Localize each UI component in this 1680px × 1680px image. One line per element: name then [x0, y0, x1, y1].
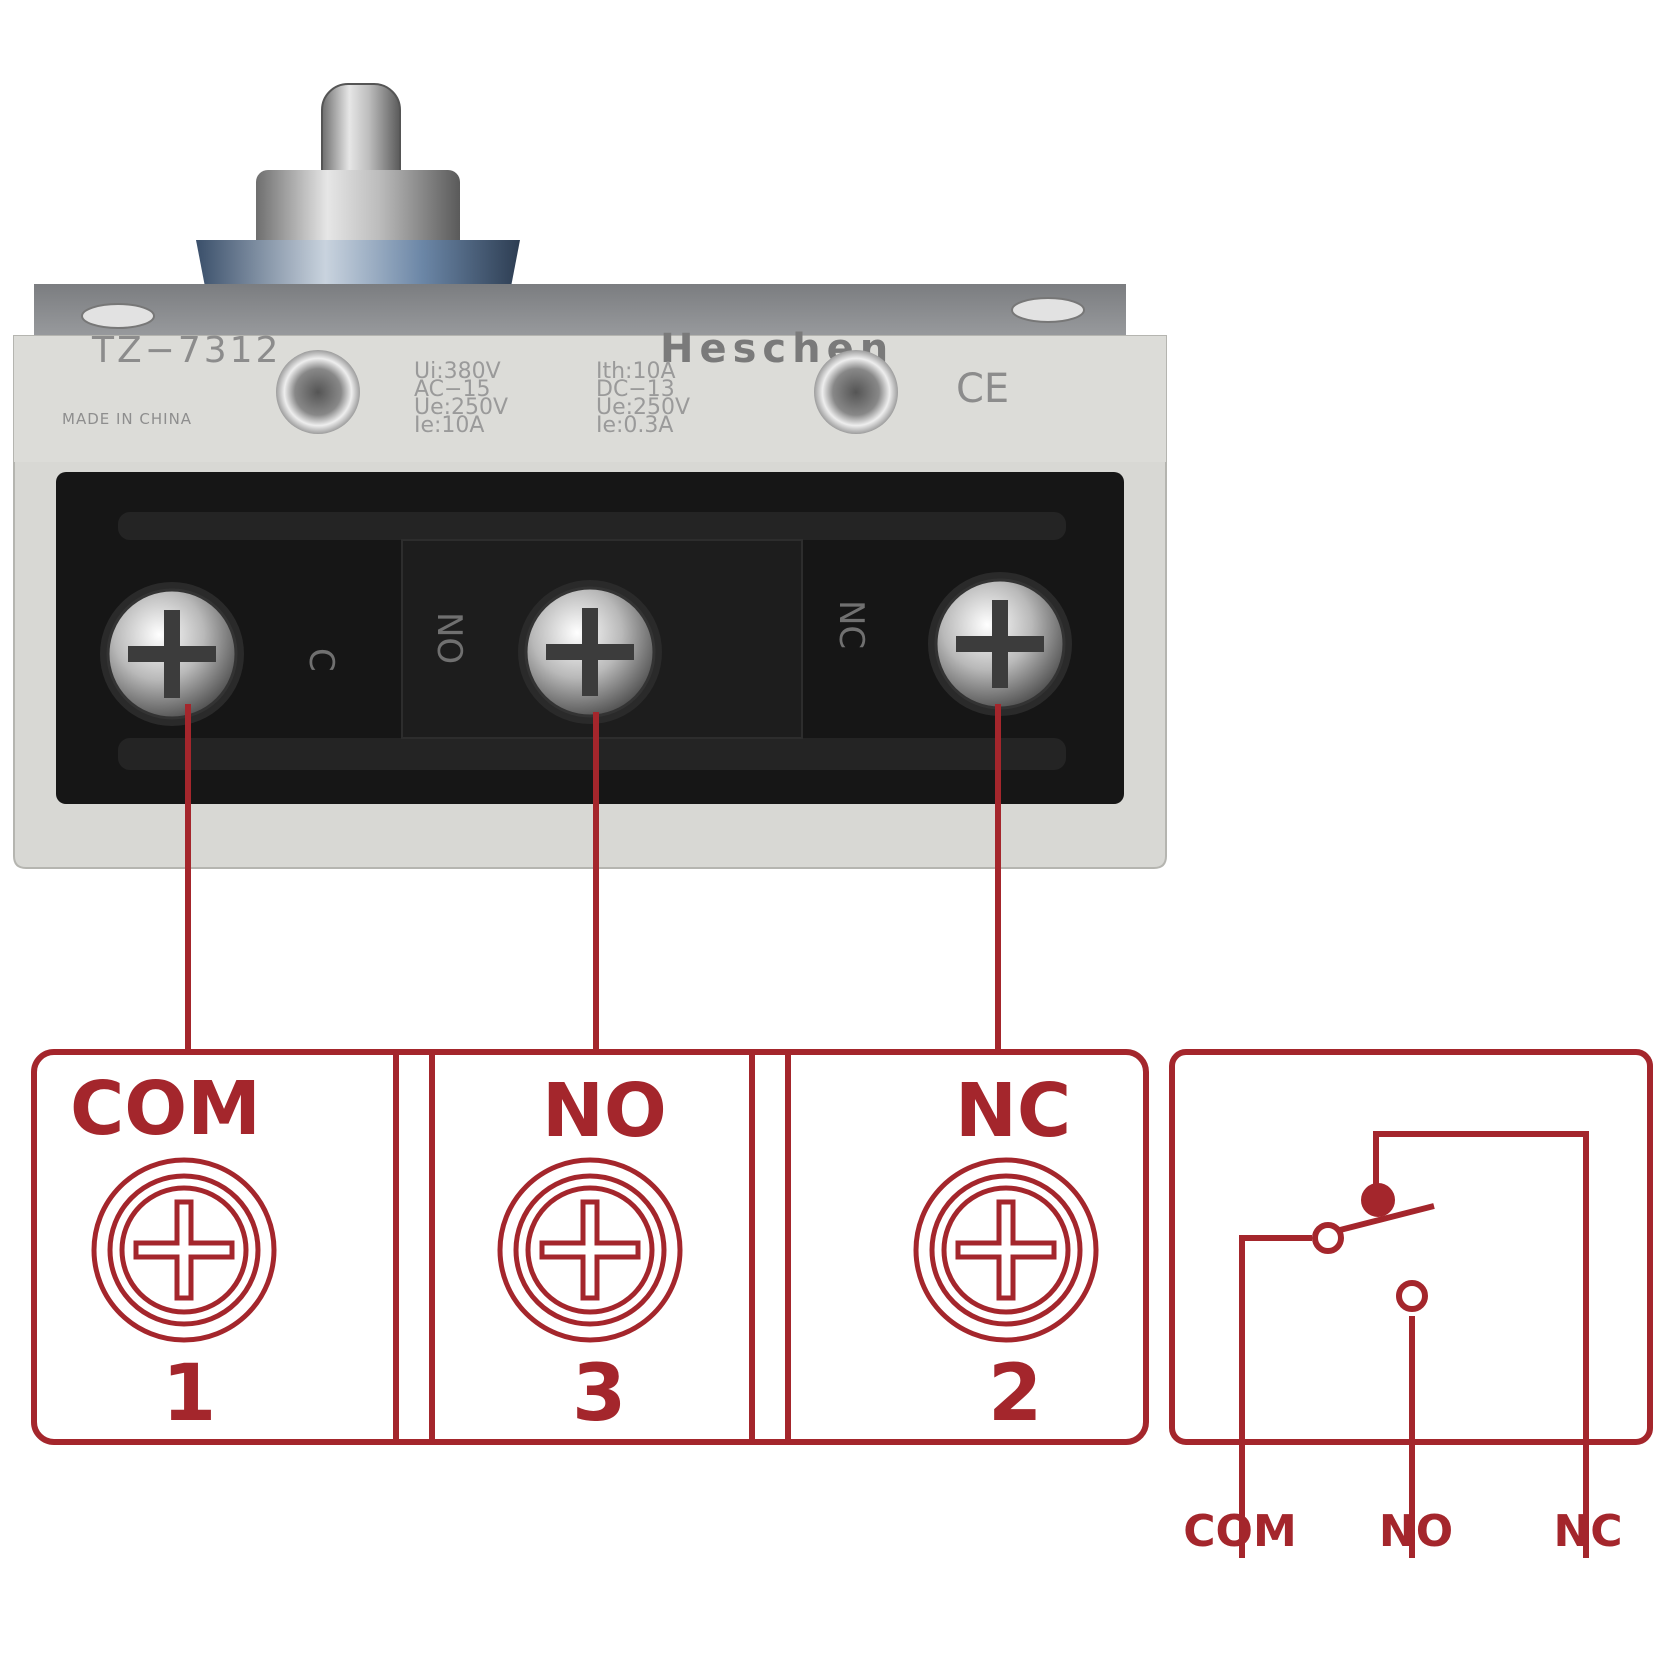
- terminal-number-2: 2: [988, 1349, 1042, 1439]
- schematic-nc-node: [1361, 1183, 1395, 1217]
- terminal-screw-nc: [928, 572, 1072, 716]
- terminal-slot-top: [118, 512, 1066, 540]
- ce-mark: CE: [956, 366, 1009, 412]
- plate-rivet-right: [1011, 297, 1085, 323]
- schematic-com-node: [1312, 1222, 1344, 1254]
- schematic-no-node: [1396, 1280, 1428, 1312]
- marking-c: C: [301, 648, 341, 672]
- schematic-switch-arm: [1339, 1203, 1435, 1233]
- schematic-label-com: COM: [1183, 1506, 1296, 1557]
- rating-right-3: Ue:250V: [596, 395, 690, 420]
- rating-right-2: DC−13: [596, 377, 675, 402]
- made-in-label: MADE IN CHINA: [62, 410, 192, 428]
- mounting-hole-left: [276, 350, 360, 434]
- rating-right-4: Ie:0.3A: [596, 413, 673, 438]
- schematic-labels: COM NO NC: [1183, 1506, 1622, 1557]
- terminal-number-3: 3: [572, 1349, 626, 1439]
- model-number: TZ−7312: [91, 330, 281, 371]
- plate-rivet-left: [81, 303, 155, 329]
- plunger-collar: [196, 240, 520, 292]
- schematic-label-no: NO: [1379, 1506, 1453, 1557]
- schematic-label-nc: NC: [1553, 1506, 1622, 1557]
- screw-symbol-nc: [913, 1157, 1099, 1343]
- rating-left-2: AC−15: [414, 377, 490, 402]
- terminal-label-no: NO: [542, 1068, 667, 1154]
- terminal-slot-bottom: [118, 738, 1066, 770]
- rating-left-1: Ui:380V: [414, 359, 501, 384]
- screw-symbol-no: [497, 1157, 683, 1343]
- schematic-com-wire: [1239, 1235, 1312, 1558]
- terminal-screw-com: [100, 582, 244, 726]
- screw-symbol-com: [91, 1157, 277, 1343]
- top-mounting-plate: [34, 284, 1126, 340]
- housing-label-strip: [14, 336, 1166, 462]
- rating-left-4: Ie:10A: [414, 413, 484, 438]
- mounting-hole-right: [814, 350, 898, 434]
- rating-right-1: Ith:10A: [596, 359, 676, 384]
- terminal-map-labels: COM NO NC 1 3 2: [70, 1066, 1071, 1439]
- schematic-nc-wire: [1373, 1131, 1589, 1558]
- terminal-screw-no: [518, 580, 662, 724]
- marking-nc: NC: [831, 600, 871, 649]
- wiring-diagram: [31, 704, 1653, 1558]
- limit-switch-body: TZ−7312 Heschen Ui:380V AC−15 Ue:250V Ie…: [13, 83, 1167, 869]
- terminal-label-com: COM: [70, 1066, 261, 1152]
- marking-no: NO: [429, 612, 469, 664]
- terminal-map-box: [31, 1049, 1149, 1445]
- terminal-label-nc: NC: [955, 1068, 1071, 1154]
- rating-left-3: Ue:250V: [414, 395, 508, 420]
- terminal-number-1: 1: [162, 1349, 216, 1439]
